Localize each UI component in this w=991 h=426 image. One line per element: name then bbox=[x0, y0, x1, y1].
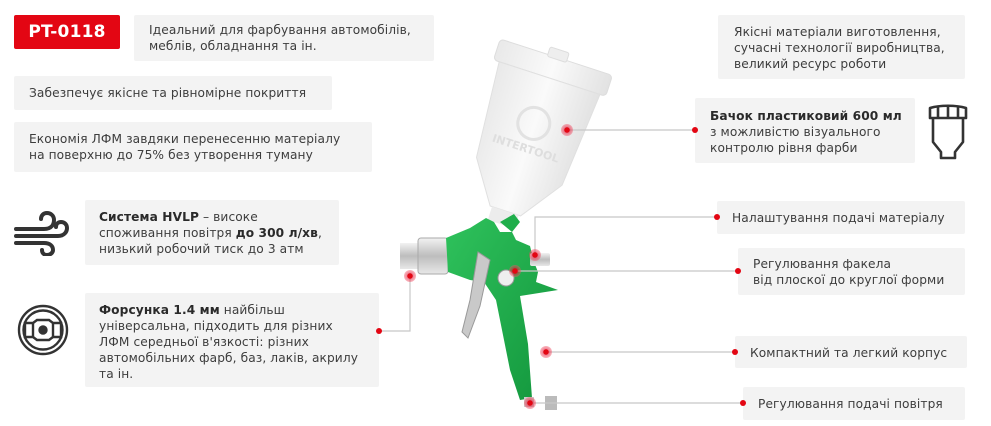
pin-material-feed bbox=[529, 249, 541, 261]
dot-air bbox=[740, 400, 746, 406]
hvlp-airflow: до 300 л/хв bbox=[235, 226, 318, 240]
feature-coating-text: Забезпечує якісне та рівномірне покриття bbox=[29, 86, 307, 100]
feature-hvlp: Система HVLP – високе споживання повітря… bbox=[85, 200, 339, 265]
paint-cup-icon bbox=[928, 104, 968, 160]
feature-economy-line1: Економія ЛФМ завдяки перенесенню матеріа… bbox=[29, 132, 341, 146]
svg-text:INTERTOOL: INTERTOOL bbox=[491, 132, 561, 166]
dot-material-feed bbox=[714, 214, 720, 220]
feature-fan-adjust: Регулювання факела від плоскої до кругло… bbox=[738, 248, 965, 295]
pin-fan bbox=[509, 265, 521, 277]
feature-usage-line1: Ідеальний для фарбування автомобілів, bbox=[149, 23, 411, 37]
pin-tank bbox=[561, 124, 573, 136]
feature-economy-line2: на поверхню до 75% без утворення туману bbox=[29, 148, 313, 162]
tank-title: Бачок пластиковий 600 мл bbox=[710, 109, 902, 123]
feature-economy: Економія ЛФМ завдяки перенесенню матеріа… bbox=[14, 122, 372, 172]
product-code-badge: PT-0118 bbox=[14, 15, 120, 49]
feature-materials: Якісні матеріали виготовлення, сучасні т… bbox=[718, 15, 965, 79]
feature-material-feed: Налаштування подачі матеріалу bbox=[717, 201, 965, 234]
pin-body bbox=[540, 346, 552, 358]
wind-icon bbox=[14, 210, 70, 256]
dot-nozzle bbox=[376, 328, 382, 334]
dot-fan bbox=[735, 268, 741, 274]
feature-body: Компактний та легкий корпус bbox=[735, 336, 967, 368]
feature-coating: Забезпечує якісне та рівномірне покриття bbox=[14, 76, 332, 110]
feature-air-feed: Регулювання подачі повітря bbox=[743, 387, 965, 420]
hvlp-title: Система HVLP bbox=[99, 210, 199, 224]
feature-usage-line2: меблів, обладнання та ін. bbox=[149, 39, 317, 53]
dot-body bbox=[732, 349, 738, 355]
pin-nozzle bbox=[404, 270, 416, 282]
feature-nozzle: Форсунка 1.4 мм найбільш універсальна, п… bbox=[85, 293, 379, 387]
dot-tank bbox=[692, 127, 698, 133]
feature-tank: Бачок пластиковий 600 мл з можливістю ві… bbox=[695, 98, 915, 163]
pin-air bbox=[524, 397, 536, 409]
feature-usage: Ідеальний для фарбування автомобілів, ме… bbox=[134, 15, 434, 61]
nozzle-icon bbox=[17, 304, 69, 356]
nozzle-title: Форсунка 1.4 мм bbox=[99, 303, 220, 317]
